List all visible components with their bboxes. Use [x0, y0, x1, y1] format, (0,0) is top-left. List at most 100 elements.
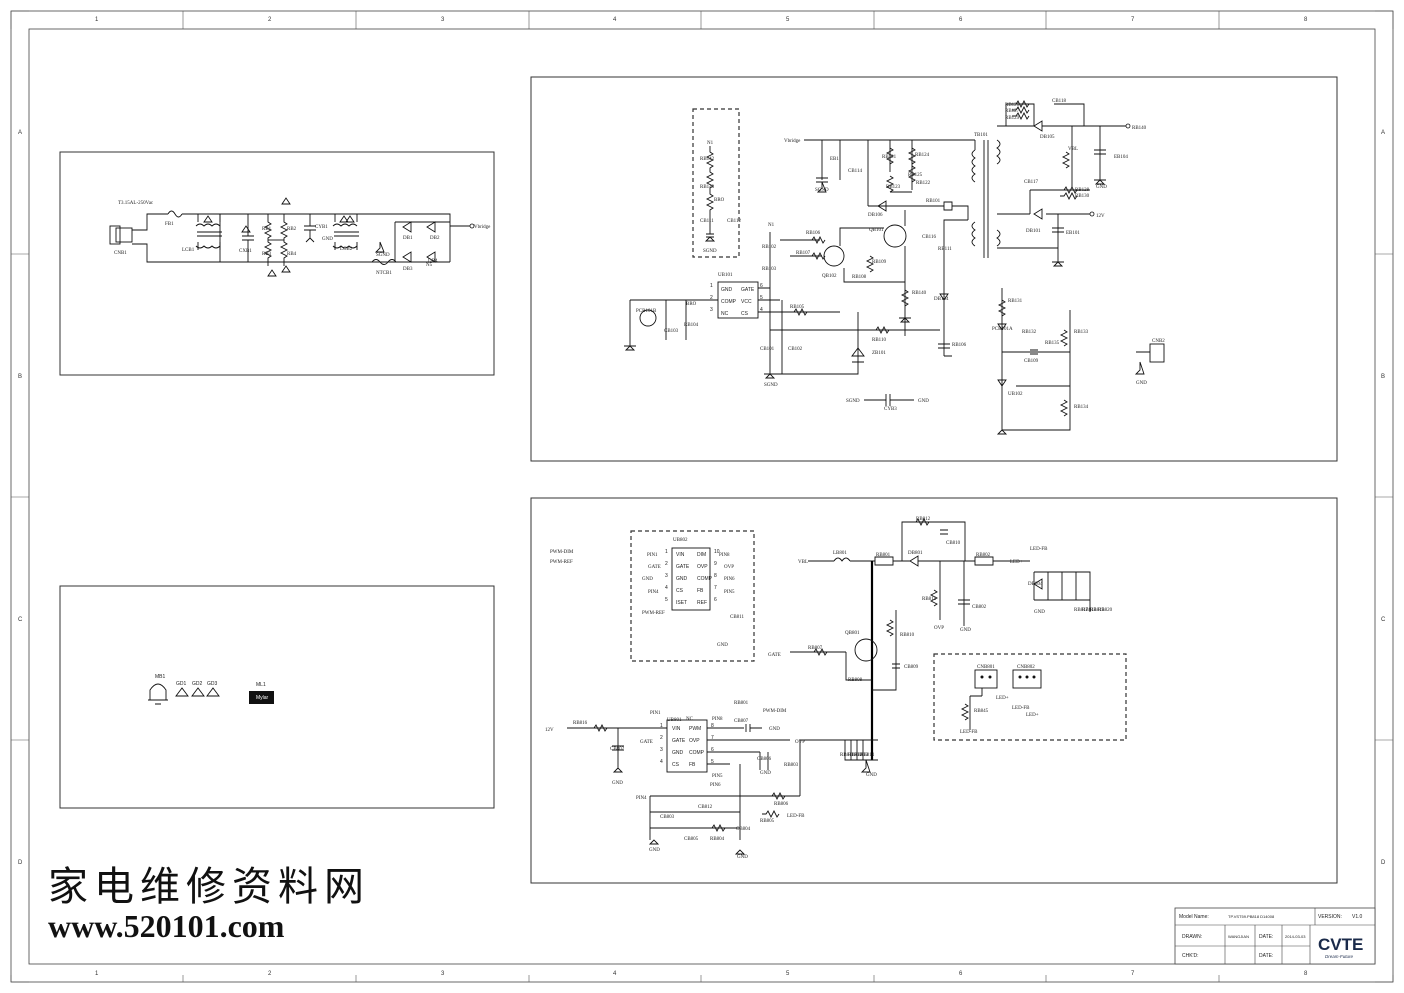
input-label: GND [322, 237, 333, 242]
flyback-label: GND [1096, 185, 1107, 190]
ub801-pin-num: 4 [660, 759, 663, 765]
flyback-label: TB101 [974, 133, 988, 138]
led-power-label: RB818 [1082, 608, 1097, 613]
led-top-label: OVP [724, 565, 734, 570]
ub802-pin-left: CS [676, 588, 684, 594]
led-top-label: PIN5 [724, 590, 735, 595]
flyback-label: SGND [815, 188, 829, 193]
led-bottom-label: GND [769, 727, 780, 732]
inner-frame [28, 28, 1376, 965]
flyback-label: CB117 [1024, 180, 1038, 185]
grid-col-top: 8 [1304, 17, 1308, 23]
led-bottom-label: RB816 [573, 721, 588, 726]
led-bottom-label: CB812 [698, 805, 713, 810]
led-top-label: PIN8 [719, 553, 730, 558]
flyback-label: GND [918, 399, 929, 404]
flyback-labels: VbridgeEB1SGNDCB114RB121RB123RB124RB125R… [636, 99, 1165, 412]
grid-col-top: 7 [1131, 17, 1135, 23]
version-value: V1.0 [1352, 914, 1363, 920]
flyback-label: UB102 [1008, 392, 1023, 397]
led-power-label: QB801 [845, 631, 860, 636]
input-label: DB4 [428, 259, 438, 264]
mylar-label: Mylar [256, 695, 269, 701]
led-power-label: RB801 [876, 553, 891, 558]
flyback-label: RB107 [796, 251, 811, 256]
connector-label: CNB801 [977, 665, 995, 670]
cvte-slogan: Dream·Future [1325, 954, 1354, 959]
input-label: RB1 [262, 227, 272, 232]
led-power-label: LED+ [1010, 560, 1023, 565]
led-top-label: PIN1 [647, 553, 658, 558]
ub101-ref: UB101 [718, 273, 733, 278]
ub802-ref: UB802 [673, 538, 688, 543]
ub801-pin-num: 1 [660, 723, 663, 729]
flyback-label: Vbridge [784, 139, 801, 144]
ub801-pin-num: 6 [711, 747, 714, 753]
flyback-label: RB133 [1074, 330, 1089, 335]
led-power-label: GND [866, 773, 877, 778]
model-name-label: Model Name: [1179, 914, 1209, 920]
led-bottom-label: CB803 [660, 815, 675, 820]
flyback-label: RB125 [908, 173, 923, 178]
watermark-chinese: 家电维修资料网 [48, 864, 370, 910]
led-power-label: RB819 [1090, 608, 1105, 613]
input-label: DB3 [403, 267, 413, 272]
flyback-label: DB104 [934, 297, 949, 302]
input-label: LCB2 [340, 247, 353, 252]
flyback-label: RB126 [1005, 103, 1020, 108]
n1-box-label: CB112 [727, 219, 741, 224]
ub802-pin-num: 1 [665, 549, 668, 555]
input-label: N5 [426, 263, 433, 268]
led-power-label: GATE [768, 653, 781, 658]
grid-col-top: 3 [441, 17, 445, 23]
led-bottom-label: GND [760, 771, 771, 776]
led-bottom-label: PIN5 [712, 774, 723, 779]
ub802-pin-num: 4 [665, 585, 668, 591]
led-top-label: GND [642, 577, 653, 582]
flyback-label: PCB101A [992, 327, 1013, 332]
ub101-pin-num: 1 [710, 283, 713, 289]
ub802-pin-right: DIM [697, 552, 706, 558]
input-label: CXB1 [239, 249, 252, 254]
led-bottom-label: RB801 [734, 701, 749, 706]
led-bottom-label: GND [737, 855, 748, 860]
led-power-label: CB809 [904, 665, 919, 670]
led-top-label: CB811 [730, 615, 744, 620]
led-power-label: GND [1034, 610, 1045, 615]
flyback-label: SGND [764, 383, 778, 388]
flyback-label: RB104 [684, 323, 699, 328]
grid-col-top: 6 [959, 17, 963, 23]
gd1-label: GD1 [176, 681, 187, 687]
date-value: 2014-03-03 [1285, 934, 1306, 939]
connector-label: RB845 [974, 709, 989, 714]
ub801-pin-num: 5 [711, 759, 714, 765]
flyback-label: RB132 [1022, 330, 1037, 335]
flyback-label: RB124 [915, 153, 930, 158]
led-power-label: RB812 [916, 517, 931, 522]
led-labels: PWM-DIMPWM-REFPIN1GATEGNDPIN4PWM-REFPIN8… [545, 517, 1113, 860]
n1-box-label: N1 [707, 141, 714, 146]
ml1-label: ML1 [256, 682, 266, 688]
grid-col-top: 4 [613, 17, 617, 23]
ub801-pin-num: 3 [660, 747, 663, 753]
ub802-pin-left: ISET [676, 600, 687, 606]
led-power-label: VBL [798, 560, 808, 565]
outer-frame [10, 10, 1394, 983]
ub802-pin-num: 2 [665, 561, 668, 567]
connector-label: LED+ [1026, 713, 1039, 718]
led-power-label: CB802 [972, 605, 987, 610]
led-top-label: PWM-REF [550, 560, 573, 565]
flyback-label: QB101 [869, 228, 884, 233]
connector-label: CNB802 [1017, 665, 1035, 670]
flyback-label: PCB101B [636, 309, 657, 314]
watermark-url: www.520101.com [48, 908, 285, 944]
led-power-label: CB810 [946, 541, 961, 546]
led-top-label: GATE [648, 565, 661, 570]
grid-row-right: D [1381, 860, 1386, 866]
date-label: DATE: [1259, 934, 1273, 940]
flyback-label: RB130 [1075, 194, 1090, 199]
ub801-pin-num: 8 [711, 723, 714, 729]
grid-col-bottom: 7 [1131, 971, 1135, 977]
led-bottom-label: RB803 [784, 763, 799, 768]
